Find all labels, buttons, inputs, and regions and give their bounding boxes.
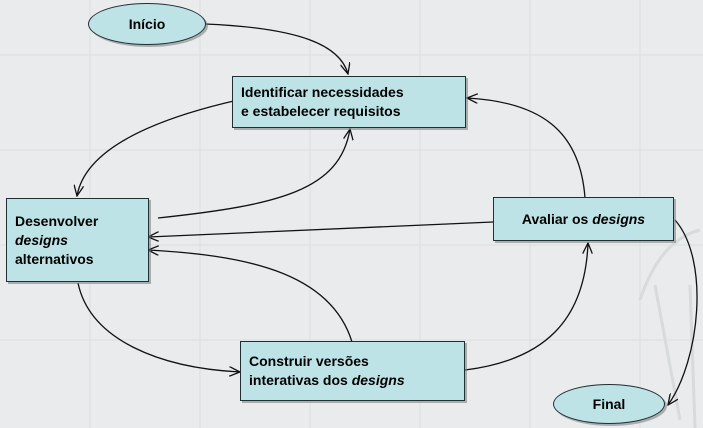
identify-requirements-node: Identificar necessidades e estabelecer r… bbox=[232, 76, 466, 128]
arrow-build-to-develop bbox=[148, 250, 353, 343]
build-versions-node: Construir versões interativas dos design… bbox=[240, 341, 465, 401]
build-line-1: Construir versões bbox=[249, 353, 369, 369]
start-node-label: Início bbox=[128, 15, 166, 32]
end-node: Final bbox=[553, 384, 665, 424]
arrow-develop-to-build bbox=[77, 282, 240, 372]
develop-line-2: designs bbox=[15, 231, 68, 248]
identify-line-1: Identificar necessidades bbox=[241, 84, 404, 100]
build-line-2-text: interativas dos bbox=[249, 372, 352, 388]
develop-line-1: Desenvolver bbox=[15, 212, 99, 229]
develop-designs-node: Desenvolver designs alternativos bbox=[6, 198, 149, 282]
arrow-identify-to-develop bbox=[77, 99, 239, 196]
arrow-evaluate-to-identify bbox=[467, 98, 586, 199]
evaluate-text: Avaliar os bbox=[521, 210, 593, 227]
arrow-evaluate-to-develop bbox=[148, 221, 494, 237]
evaluate-designs-node: Avaliar os designs bbox=[493, 197, 674, 241]
evaluate-label: Avaliar os designs bbox=[522, 210, 645, 229]
end-node-label: Final bbox=[592, 395, 626, 412]
start-node: Início bbox=[88, 3, 206, 45]
evaluate-text-em: designs bbox=[592, 210, 646, 227]
arrow-build-to-evaluate bbox=[464, 243, 588, 371]
arrow-develop-to-identify bbox=[157, 129, 350, 219]
build-line-2: interativas dos designs bbox=[249, 371, 456, 390]
identify-line-2: e estabelecer requisitos bbox=[241, 103, 401, 119]
build-line-2-em: designs bbox=[351, 372, 405, 388]
arrow-start-to-identify bbox=[204, 23, 348, 74]
develop-line-3: alternativos bbox=[15, 250, 94, 267]
arrow-evaluate-to-final bbox=[668, 219, 698, 405]
